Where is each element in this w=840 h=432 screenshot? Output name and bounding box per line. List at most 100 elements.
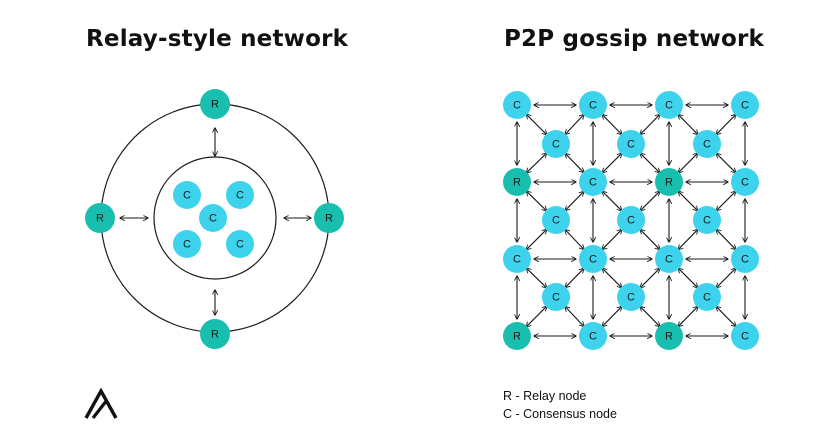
grid-link-diag <box>678 191 698 211</box>
consensus-node-label: C <box>209 213 217 225</box>
grid-link-diag <box>602 191 622 211</box>
consensus-node: C <box>693 283 721 311</box>
consensus-node-circle <box>617 283 645 311</box>
relay-node: R <box>503 168 531 196</box>
relay-node-circle <box>200 89 230 119</box>
grid-link-diag <box>716 153 736 173</box>
consensus-node-label: C <box>589 331 597 343</box>
consensus-node: C <box>731 245 759 273</box>
consensus-node: C <box>731 322 759 350</box>
consensus-node-label: C <box>703 292 711 304</box>
consensus-node: C <box>617 130 645 158</box>
algorand-logo-icon <box>84 388 118 419</box>
consensus-node: C <box>226 230 254 258</box>
grid-link-diag <box>716 229 736 249</box>
consensus-node-circle <box>579 168 607 196</box>
consensus-node-circle <box>579 91 607 119</box>
consensus-node: C <box>617 206 645 234</box>
relay-node-circle <box>503 322 531 350</box>
consensus-node-label: C <box>703 139 711 151</box>
consensus-node: C <box>542 206 570 234</box>
relay-node-label: R <box>665 331 673 343</box>
consensus-node: C <box>579 245 607 273</box>
consensus-node-label: C <box>741 100 749 112</box>
consensus-node-circle <box>693 130 721 158</box>
grid-link-diag <box>602 153 622 173</box>
grid-link-diag <box>716 114 736 134</box>
consensus-node: C <box>579 91 607 119</box>
consensus-node-label: C <box>589 100 597 112</box>
grid-link-diag <box>526 306 547 327</box>
consensus-node-circle <box>693 206 721 234</box>
grid-link-diag <box>526 268 546 288</box>
grid-link-diag <box>526 191 546 211</box>
consensus-node-circle <box>731 245 759 273</box>
relay-node-circle <box>200 319 230 349</box>
consensus-node: C <box>693 130 721 158</box>
legend-consensus: C - Consensus node <box>503 407 617 421</box>
consensus-node-label: C <box>741 331 749 343</box>
consensus-node-circle <box>731 168 759 196</box>
relay-node: R <box>85 203 115 233</box>
consensus-node: C <box>542 130 570 158</box>
grid-link-diag <box>678 229 698 249</box>
consensus-node-label: C <box>627 292 635 304</box>
grid-link-diag <box>716 268 736 288</box>
consensus-node-label: C <box>183 190 191 202</box>
consensus-node-circle <box>542 206 570 234</box>
grid-link-diag <box>602 306 622 326</box>
consensus-node-label: C <box>589 177 597 189</box>
consensus-node: C <box>542 283 570 311</box>
grid-link-diag <box>526 153 546 173</box>
consensus-node-label: C <box>665 100 673 112</box>
consensus-node-label: C <box>513 254 521 266</box>
consensus-node-circle <box>617 206 645 234</box>
relay-network-title: Relay-style network <box>86 26 349 52</box>
consensus-node-label: C <box>627 139 635 151</box>
consensus-node-circle <box>579 245 607 273</box>
relay-node-circle <box>85 203 115 233</box>
grid-link-diag <box>640 153 660 173</box>
consensus-node-circle <box>731 322 759 350</box>
legend-relay: R - Relay node <box>503 389 587 403</box>
consensus-node: C <box>579 322 607 350</box>
grid-link-diag <box>526 114 547 135</box>
consensus-node-circle <box>655 91 683 119</box>
grid-link-diag <box>640 114 660 134</box>
consensus-node-circle <box>655 245 683 273</box>
relay-node: R <box>200 89 230 119</box>
grid-link-diag <box>602 114 622 134</box>
consensus-node-label: C <box>552 139 560 151</box>
consensus-node: C <box>655 245 683 273</box>
relay-node-label: R <box>211 329 219 341</box>
relay-node-label: R <box>325 213 333 225</box>
grid-link-diag <box>565 153 584 172</box>
consensus-node-circle <box>693 283 721 311</box>
consensus-node-circle <box>542 283 570 311</box>
relay-node: R <box>503 322 531 350</box>
relay-node-label: R <box>513 177 521 189</box>
grid-link-diag <box>565 191 584 210</box>
relay-node-label: R <box>211 99 219 111</box>
grid-link-diag <box>565 229 584 249</box>
inner-ring <box>153 156 277 280</box>
consensus-node-label: C <box>627 215 635 227</box>
consensus-node-circle <box>503 91 531 119</box>
consensus-node: C <box>503 91 531 119</box>
consensus-node-label: C <box>552 292 560 304</box>
relay-node-label: R <box>513 331 521 343</box>
consensus-node-circle <box>542 130 570 158</box>
consensus-node: C <box>173 230 201 258</box>
consensus-node-circle <box>579 322 607 350</box>
grid-link-diag <box>602 229 622 249</box>
consensus-node: C <box>503 245 531 273</box>
consensus-node-circle <box>199 204 227 232</box>
relay-node: R <box>200 319 230 349</box>
consensus-node-label: C <box>236 239 244 251</box>
consensus-node-label: C <box>513 100 521 112</box>
relay-node-circle <box>503 168 531 196</box>
relay-node-circle <box>655 322 683 350</box>
consensus-node-circle <box>503 245 531 273</box>
